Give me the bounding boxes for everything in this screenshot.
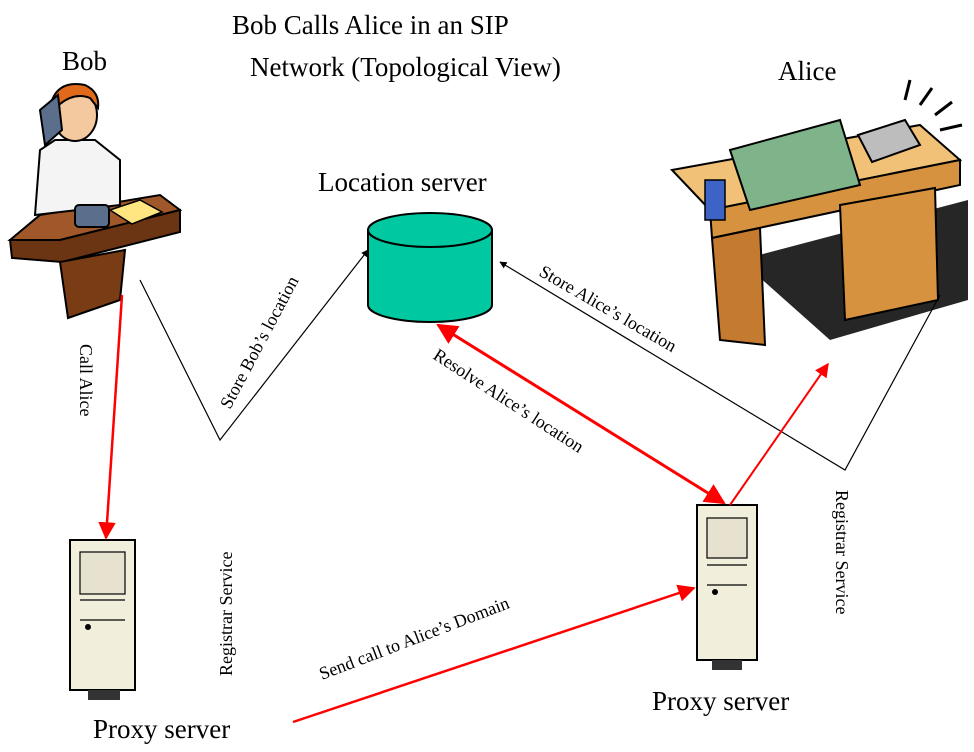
- alice-label: Alice: [778, 56, 836, 86]
- proxy-server-right-label: Proxy server: [652, 686, 789, 716]
- proxy-server-left-icon: [69, 539, 136, 700]
- resolve-alice-location-label: Resolve Alice’s location: [430, 345, 588, 457]
- send-call-label: Send call to Alice’s Domain: [316, 593, 512, 684]
- registrar-service-right-label: Registrar Service: [832, 490, 852, 614]
- title-line-2: Network (Topological View): [250, 52, 561, 82]
- resolve-alice-location-arrow: [436, 323, 726, 505]
- title-line-1: Bob Calls Alice in an SIP: [232, 10, 509, 40]
- store-bob-location-arrow: [139, 249, 369, 442]
- location-server-label: Location server: [318, 167, 487, 197]
- alice-desk-illustration: [669, 79, 968, 347]
- store-alice-location-label: Store Alice’s location: [536, 261, 680, 356]
- proxy-server-left-label: Proxy server: [93, 714, 230, 744]
- registrar-service-left-label: Registrar Service: [216, 552, 236, 676]
- bob-at-desk-illustration: [7, 83, 183, 320]
- call-alice-arrow: [98, 294, 124, 540]
- deliver-to-alice-arrow: [729, 362, 829, 506]
- store-bob-location-label: Store Bob’s location: [216, 273, 303, 412]
- proxy-server-right-icon: [696, 504, 758, 670]
- location-server-database-icon: [367, 212, 493, 323]
- call-alice-label: Call Alice: [76, 344, 96, 416]
- send-call-arrow: [292, 584, 696, 724]
- bob-label: Bob: [62, 46, 107, 76]
